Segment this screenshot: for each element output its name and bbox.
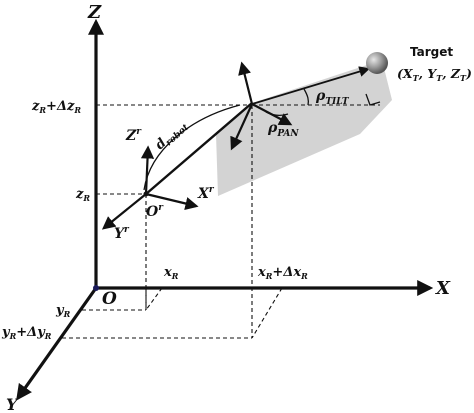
xr-main: x [163, 265, 172, 280]
head-frame-up-axis [238, 61, 254, 105]
robot-y-label: Yr [114, 225, 130, 242]
target-x-sub: T [413, 73, 420, 83]
pan-sub: PAN [276, 129, 299, 139]
line-of-sight [251, 66, 371, 105]
pan-angle-label: ρPAN [267, 120, 299, 139]
x-r-label: xR [163, 265, 179, 281]
origin-point [93, 285, 99, 291]
zrd-main: z [31, 99, 40, 114]
head-frame-down-axis [230, 103, 254, 151]
yr-main: y [55, 303, 65, 318]
zrd-sub1: R [38, 105, 46, 115]
yrd-main: y [1, 325, 11, 340]
target-sep1: , [418, 66, 428, 81]
target-z: Z [450, 66, 461, 81]
zrd-mid: +Δz [46, 99, 75, 114]
tilt-main: ρ [315, 88, 326, 104]
tilt-angle-arc [303, 88, 310, 106]
x-axis-label: X [435, 278, 451, 299]
xr-sub: R [171, 271, 179, 281]
origin-label: O [102, 289, 117, 309]
yrd-sub2: R [44, 331, 52, 341]
xrd-main: x [257, 265, 266, 280]
yrd-sub1: R [9, 331, 17, 341]
robot-z-main: Z [125, 128, 137, 144]
right-angle-mark [365, 93, 381, 106]
target-close: ) [465, 66, 472, 81]
xrd-sub2: R [300, 271, 308, 281]
robot-y-main: Y [114, 226, 126, 242]
y-r-delta-label: yR+ΔyR [1, 325, 52, 341]
robot-origin-label: Or [146, 203, 164, 220]
robot-to-head-vector [145, 102, 253, 195]
y-r-label: yR [55, 303, 71, 319]
yrd-mid: +Δy [16, 325, 46, 340]
robot-z-label: Zr [125, 127, 142, 144]
tilt-sub: TILT [325, 97, 350, 107]
xrd-sub1: R [265, 271, 273, 281]
dash-line [251, 287, 283, 339]
target-sep2: , [441, 66, 451, 81]
robot-z-sup: r [136, 127, 142, 137]
robot-y-sup: r [124, 225, 130, 235]
target-z-sub: T [460, 73, 467, 83]
dash-line [145, 287, 163, 311]
pan-main: ρ [267, 120, 278, 136]
xrd-mid: +Δx [272, 265, 301, 280]
target-open: ( [397, 66, 404, 81]
target-sphere [366, 52, 388, 74]
z-axis-label: Z [87, 2, 102, 23]
target-x: X [402, 66, 414, 81]
zr-main: z [75, 187, 84, 202]
distance-label: drobot [153, 117, 192, 154]
robot-frame-x-axis [145, 192, 199, 210]
target-y-sub: T [436, 73, 443, 83]
robot-origin-main: O [146, 204, 159, 220]
tilt-angle-label: ρTILT [315, 88, 350, 107]
zrd-sub2: R [73, 105, 81, 115]
robot-frame-y-axis [101, 193, 147, 230]
robot-x-label: Xr [197, 185, 215, 202]
z-r-delta-label: zR+ΔzR [31, 99, 81, 115]
y-axis [16, 287, 98, 401]
zr-sub: R [82, 193, 90, 203]
yr-sub: R [63, 309, 71, 319]
y-axis-label: Y [6, 395, 19, 413]
target-y: Y [427, 66, 437, 81]
robot-x-main: X [197, 186, 210, 202]
x-r-delta-label: xR+ΔxR [257, 265, 308, 281]
pan-angle-arc [265, 111, 289, 116]
pan-tilt-plane [216, 60, 392, 196]
distance-sub: robot [164, 122, 192, 148]
robot-frame-z-axis [140, 145, 155, 195]
z-r-label: zR [75, 187, 90, 203]
robot-x-sup: r [209, 185, 215, 195]
target-title: Target [410, 45, 453, 59]
target-coordinates: (XT, YT, ZT) [397, 66, 472, 83]
robot-origin-sup: r [158, 203, 164, 213]
distance-arc [143, 104, 241, 191]
